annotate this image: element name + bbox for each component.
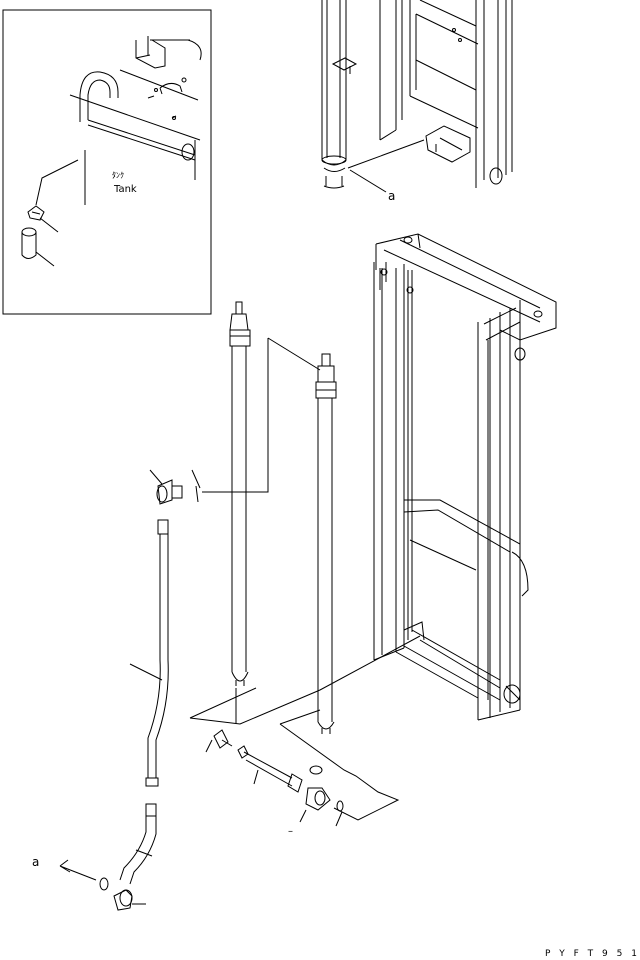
tank-cap: [182, 144, 194, 160]
main-mast-frame: [374, 234, 556, 720]
elbow-fitting-upper: [150, 470, 200, 504]
lift-cylinder-right: [316, 354, 336, 734]
hose-upper: [130, 520, 168, 786]
tank-label-english: Tank: [114, 184, 137, 195]
filler-pipe: [80, 72, 118, 122]
callout-a-top: a: [388, 189, 396, 203]
tank-bracket: [136, 36, 165, 68]
tank-fittings: [148, 83, 182, 118]
upper-column: [322, 0, 346, 160]
callout-a-bottom: a: [32, 855, 40, 869]
upper-mast-detail: [322, 0, 512, 192]
cylinder-link-line: [202, 338, 320, 492]
lift-cylinder-left: [230, 302, 250, 686]
floor-plane-right: [280, 710, 398, 820]
inset-filter: [22, 232, 36, 259]
tank-inset: [3, 10, 211, 314]
tank-top-outline: [70, 40, 201, 205]
inset-leaders: [36, 218, 58, 266]
o-ring-lower: [100, 878, 108, 890]
drawing-code: P Y F T 9 5 1: [545, 949, 640, 959]
tank-body-edge: [88, 120, 195, 160]
inset-hose: [36, 160, 78, 205]
callout-a-bottom-arrow: [60, 860, 96, 880]
floor-plane-left: [190, 636, 420, 724]
elbow-fitting-lower: [60, 860, 146, 910]
center-fittings: [206, 730, 343, 826]
hose-lower: [120, 804, 156, 884]
hydraulic-piping-diagram: [0, 0, 611, 960]
dash-mark: –: [288, 826, 293, 837]
callout-a-top-leader: [348, 140, 424, 192]
inset-fitting: [28, 206, 44, 220]
tank-label-japanese: ﾀﾝｸ: [112, 171, 124, 180]
inset-frame: [3, 10, 211, 314]
